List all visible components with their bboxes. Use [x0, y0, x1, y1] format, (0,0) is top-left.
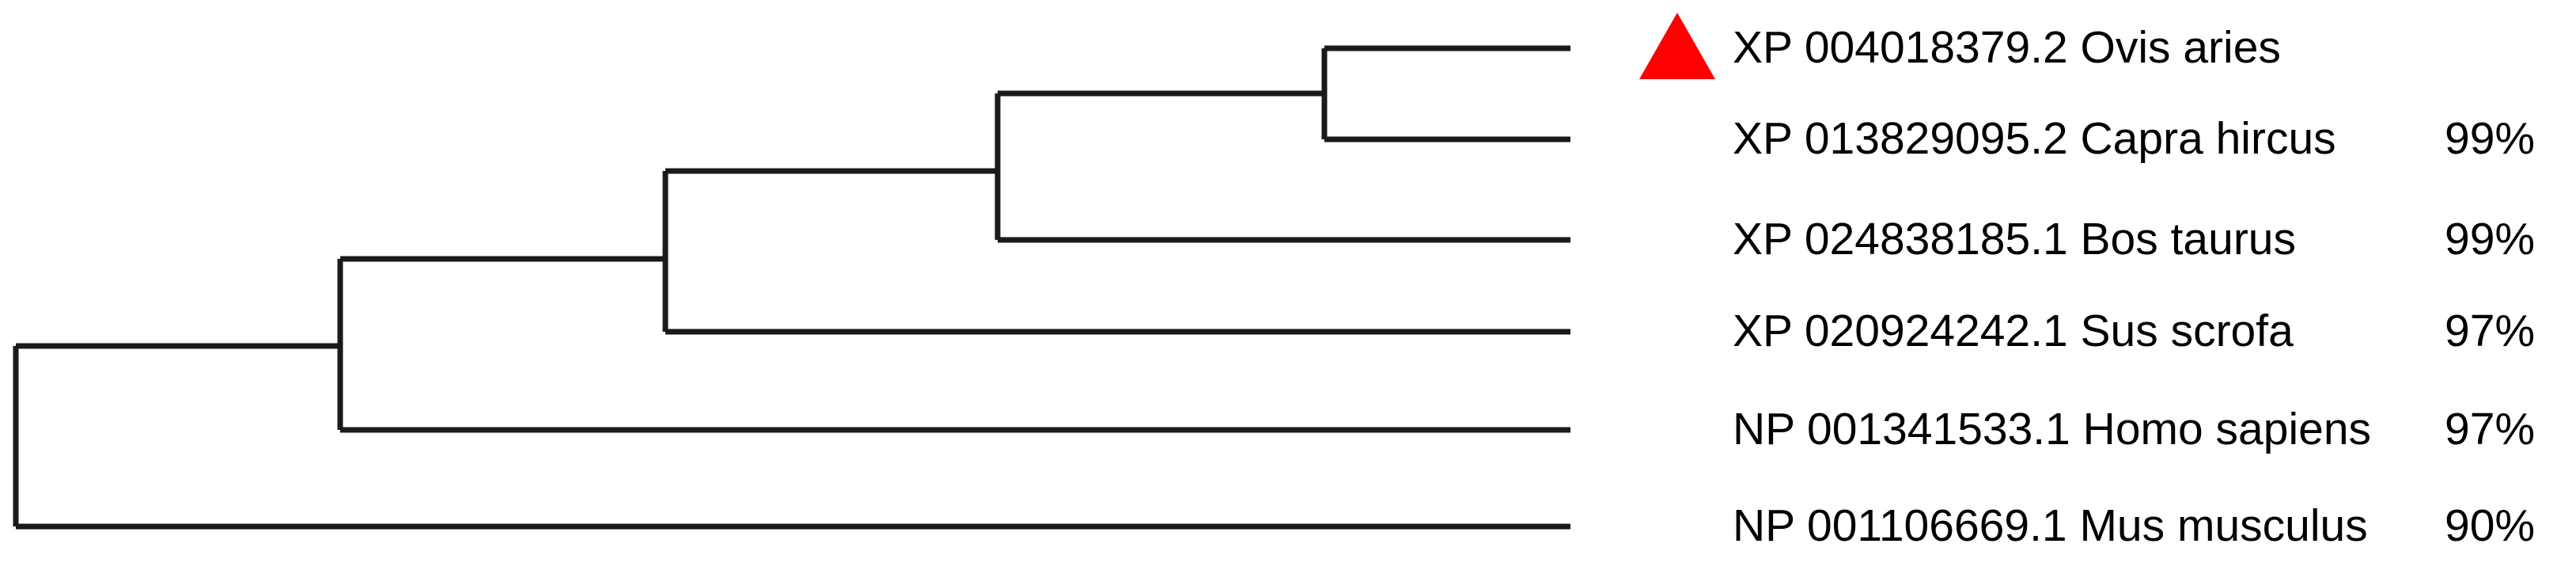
- red-triangle-marker-icon: [1639, 13, 1715, 79]
- leaf-label-capra-hircus: XP 013829095.2 Capra hircus: [1733, 113, 2336, 164]
- leaf-label-homo-sapiens: NP 001341533.1 Homo sapiens: [1733, 404, 2372, 454]
- identity-percent-mus-musculus: 90%: [2445, 500, 2536, 551]
- leaf-label-bos-taurus: XP 024838185.1 Bos taurus: [1733, 214, 2296, 264]
- leaf-label-sus-scrofa: XP 020924242.1 Sus scrofa: [1733, 306, 2294, 356]
- identity-percent-sus-scrofa: 97%: [2445, 306, 2536, 356]
- identity-percent-homo-sapiens: 97%: [2445, 404, 2536, 454]
- leaf-label-ovis-aries: XP 004018379.2 Ovis aries: [1733, 22, 2281, 73]
- leaf-label-mus-musculus: NP 001106669.1 Mus musculus: [1733, 500, 2368, 551]
- identity-percent-capra-hircus: 99%: [2445, 113, 2536, 164]
- identity-percent-bos-taurus: 99%: [2445, 214, 2536, 264]
